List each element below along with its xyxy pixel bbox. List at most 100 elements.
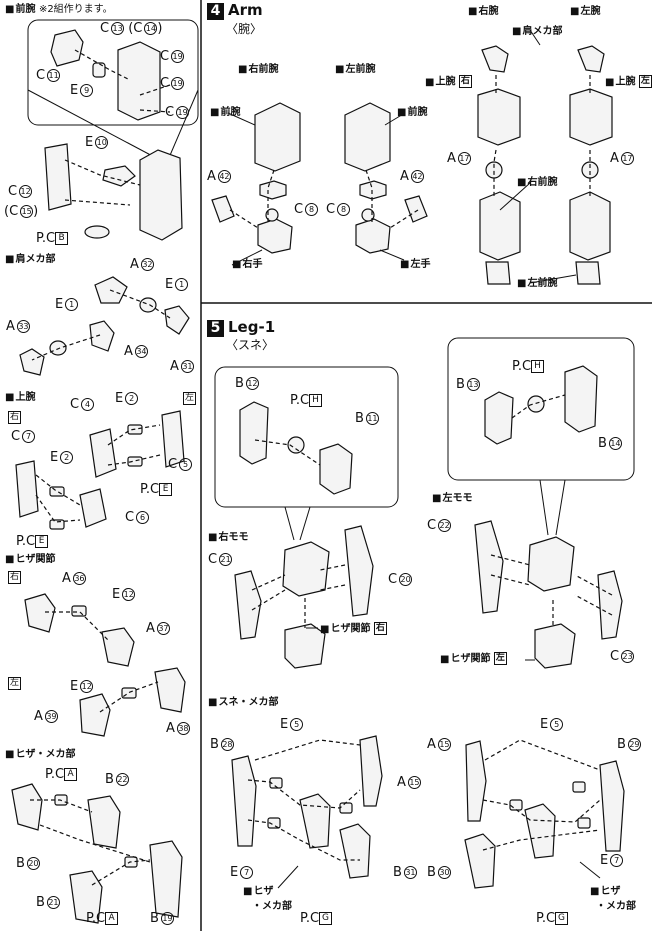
left-mark: 左 — [8, 677, 21, 690]
shoulder-mech-header: 肩メカ部 — [5, 253, 55, 267]
knee-mech-label: ・メカ部 — [596, 901, 636, 912]
part-drawing — [117, 41, 161, 121]
right-mark: 右 — [8, 571, 21, 584]
right-forearm-label: 右前腕 — [517, 176, 557, 190]
knee-mech-label: ・メカ部 — [252, 901, 292, 912]
right-thigh-label: 右モモ — [208, 531, 248, 545]
knee-joint-header: ヒザ関節 — [5, 553, 55, 567]
upper-arm-label: 上腕 左 — [605, 75, 652, 90]
section-5-subtitle: 〈スネ〉 — [226, 338, 275, 352]
detail-callout-box — [214, 366, 399, 508]
forearm-header: 前腕 ※2組作ります。 — [5, 3, 112, 17]
right-forearm-label: 右前腕 — [238, 63, 278, 77]
left-thigh-label: 左モモ — [432, 492, 472, 506]
forearm-label: 前腕 — [397, 106, 427, 120]
left-forearm-label: 左前腕 — [335, 63, 375, 77]
forearm-label: 前腕 — [210, 106, 240, 120]
shoulder-mech-label: 肩メカ部 — [512, 25, 562, 39]
knee-mech-label: ヒザ — [590, 885, 620, 899]
section-4-subtitle: 〈腕〉 — [226, 22, 263, 36]
right-mark: 右 — [8, 411, 21, 424]
knee-joint-label: ヒザ関節 右 — [320, 622, 387, 637]
left-hand-label: 左手 — [400, 258, 430, 272]
detail-callout-box — [27, 19, 199, 126]
knee-mech-label: ヒザ — [243, 885, 273, 899]
left-forearm-label: 左前腕 — [517, 277, 557, 291]
left-mark: 左 — [183, 392, 196, 405]
upper-arm-header: 上腕 — [5, 391, 35, 405]
upper-arm-label: 上腕 右 — [425, 75, 472, 90]
left-arm-label: 左腕 — [570, 5, 600, 19]
shin-mech-header: スネ・メカ部 — [208, 696, 278, 710]
knee-joint-label: ヒザ関節 左 — [440, 652, 507, 667]
detail-callout-box — [447, 337, 635, 481]
knee-mech-header: ヒザ・メカ部 — [5, 748, 75, 762]
right-arm-label: 右腕 — [468, 5, 498, 19]
right-hand-label: 右手 — [232, 258, 262, 272]
